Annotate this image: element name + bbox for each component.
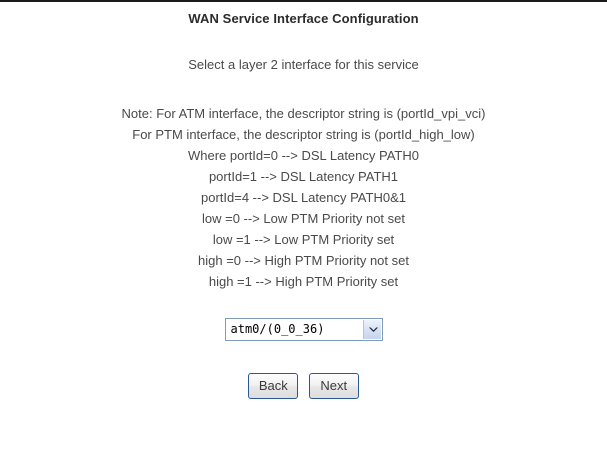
note-line-ptm-descriptor: For PTM interface, the descriptor string… bbox=[132, 127, 475, 142]
note-line-portid-4: portId=4 --> DSL Latency PATH0&1 bbox=[201, 190, 406, 205]
chevron-down-icon[interactable] bbox=[362, 320, 381, 339]
interface-select-row: atm0/(0_0_36) bbox=[0, 292, 607, 341]
layer2-interface-select[interactable]: atm0/(0_0_36) bbox=[224, 318, 383, 341]
note-line-high-0: high =0 --> High PTM Priority not set bbox=[198, 253, 409, 268]
note-line-portid-1: portId=1 --> DSL Latency PATH1 bbox=[208, 169, 399, 184]
page-title: WAN Service Interface Configuration bbox=[188, 11, 419, 26]
next-button[interactable]: Next bbox=[308, 373, 359, 399]
note-block: Note: For ATM interface, the descriptor … bbox=[0, 72, 607, 292]
page-subtitle: Select a layer 2 interface for this serv… bbox=[188, 57, 419, 72]
button-row: Back Next bbox=[0, 341, 607, 399]
note-line-portid-0: Where portId=0 --> DSL Latency PATH0 bbox=[188, 148, 419, 163]
note-line-atm-descriptor: Note: For ATM interface, the descriptor … bbox=[121, 106, 486, 121]
layer2-interface-selected-value: atm0/(0_0_36) bbox=[230, 322, 325, 336]
note-line-low-1: low =1 --> Low PTM Priority set bbox=[212, 232, 395, 247]
back-button[interactable]: Back bbox=[248, 373, 299, 399]
note-line-high-1: high =1 --> High PTM Priority set bbox=[208, 274, 399, 289]
note-line-low-0: low =0 --> Low PTM Priority not set bbox=[201, 211, 405, 226]
